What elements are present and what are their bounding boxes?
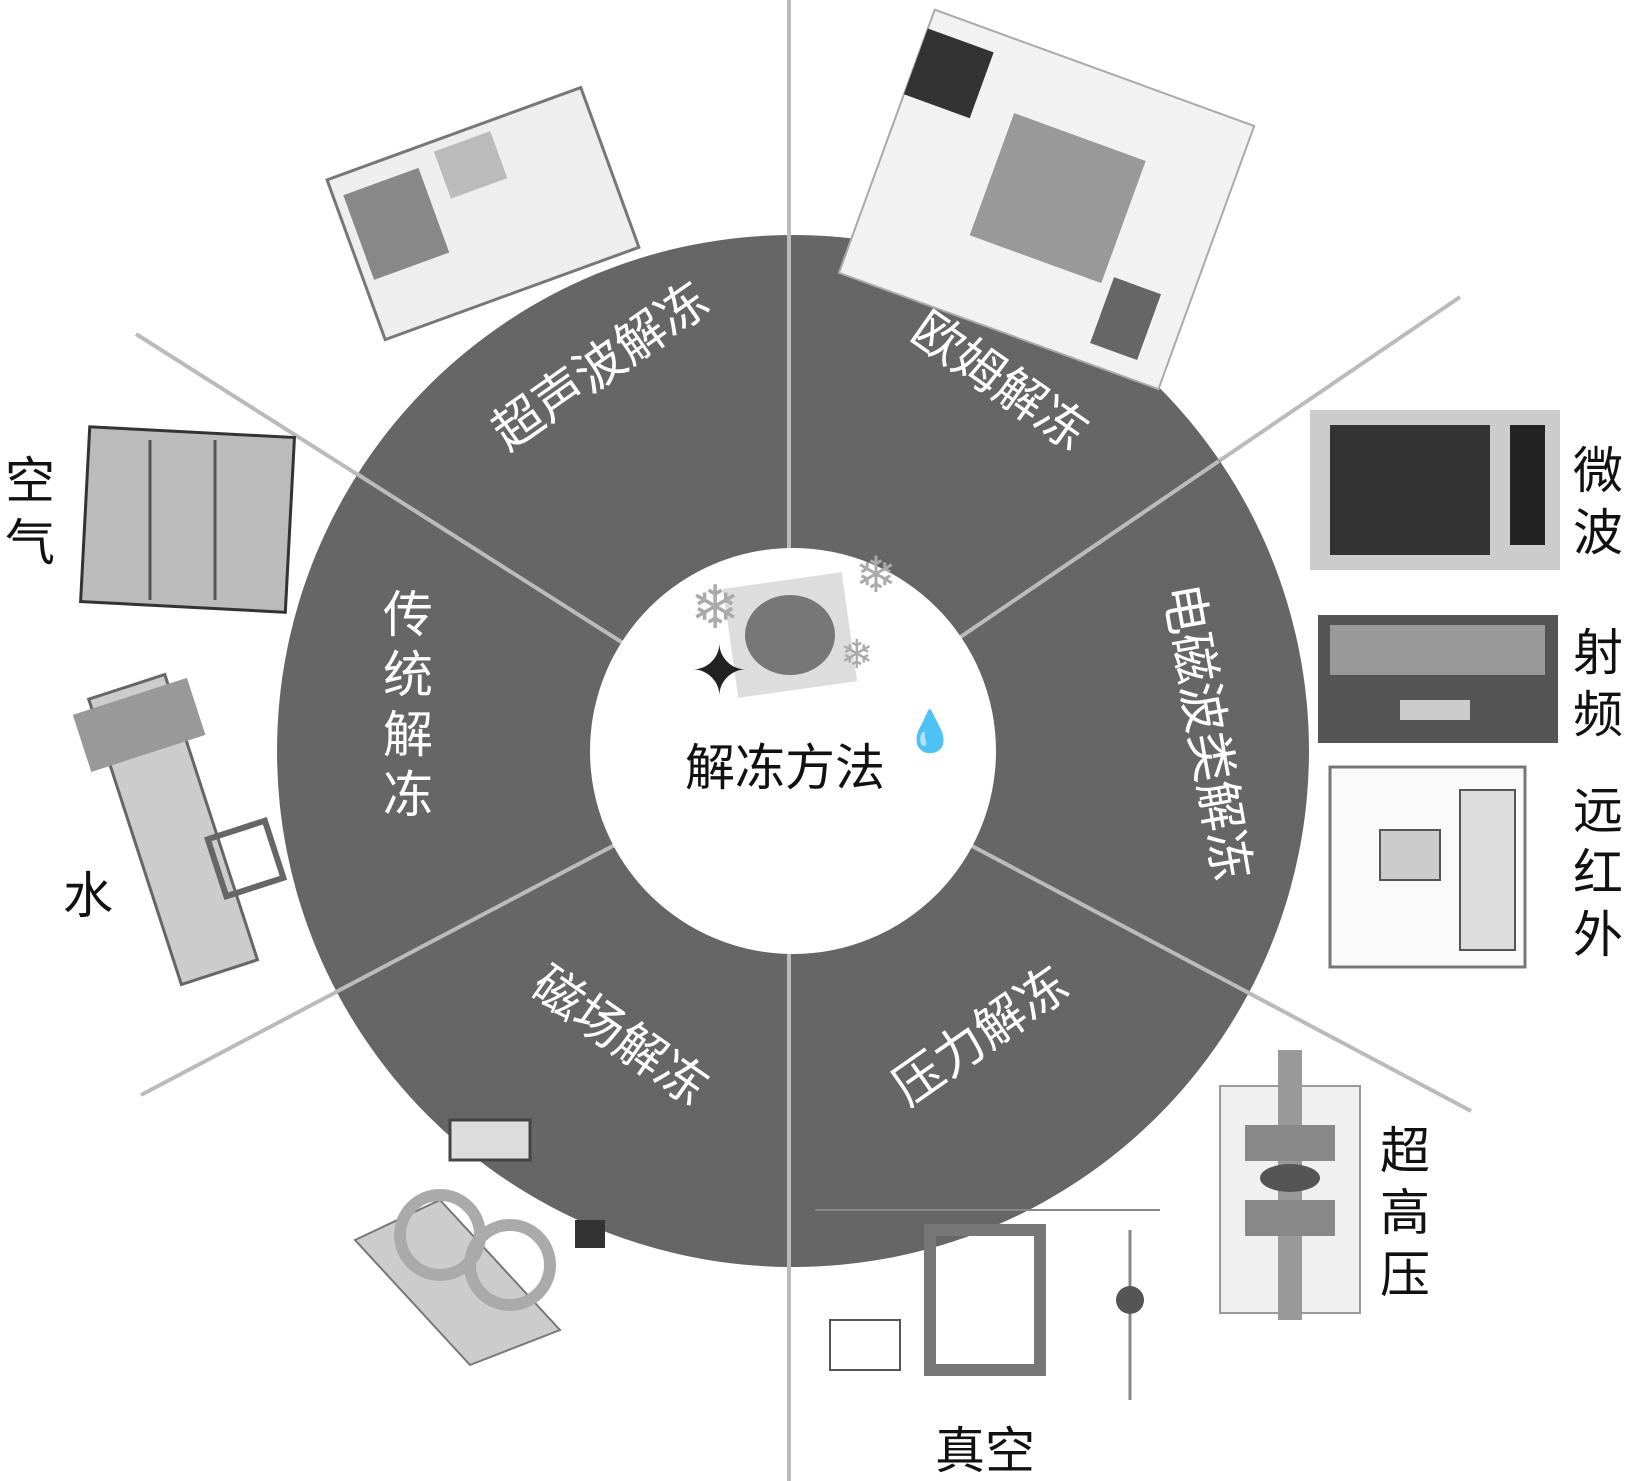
outer-label-microwave: 微波 xyxy=(1573,442,1623,562)
far-infrared-image xyxy=(1328,765,1527,969)
segment-label-traditional: 传统解冻 xyxy=(383,586,433,824)
ultra-high-pressure-image xyxy=(1219,1050,1361,1320)
radio-frequency-image xyxy=(1318,615,1558,743)
outer-label-air: 空气 xyxy=(5,452,55,572)
meat-icon xyxy=(745,595,835,675)
outer-label-radio-frequency: 射频 xyxy=(1573,624,1623,744)
snowflake-icon: ❄ xyxy=(690,573,740,643)
outer-label-vacuum: 真空 xyxy=(935,1422,1035,1480)
water-drop-icon: 💧 xyxy=(905,708,955,755)
vacuum-equipment-image xyxy=(815,1209,1160,1400)
snowflake-icon: ❄ xyxy=(840,632,874,678)
snowflake-icon: ❄ xyxy=(855,546,897,604)
frozen-meat-illustration: ❄ ❄ ❄ ✦ 💧 xyxy=(690,546,955,755)
magnetic-equipment-image xyxy=(353,1118,605,1367)
sparkle-icon: ✦ xyxy=(690,630,749,712)
outer-label-ultra-high-pressure: 超高压 xyxy=(1380,1122,1430,1304)
water-thawing-image xyxy=(72,672,288,987)
center-label: 解冻方法 xyxy=(685,739,885,797)
ohmic-equipment-image xyxy=(837,8,1256,391)
ultrasonic-equipment-image xyxy=(325,85,641,342)
center-circle xyxy=(590,548,996,954)
outer-label-far-infrared: 远红外 xyxy=(1573,782,1623,964)
microwave-image xyxy=(1310,410,1560,570)
outer-label-water: 水 xyxy=(63,867,113,925)
air-thawing-image xyxy=(79,425,297,614)
